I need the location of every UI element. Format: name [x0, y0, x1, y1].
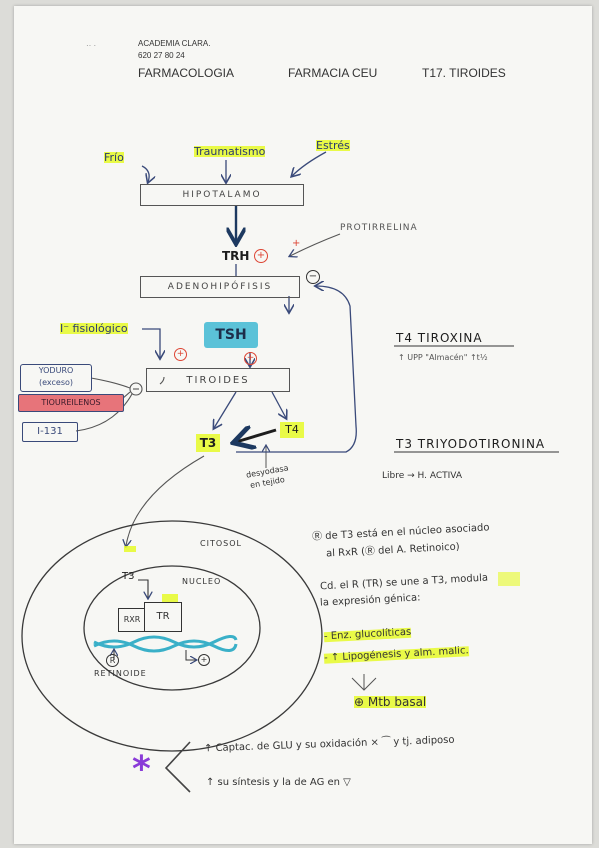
t3-cell-arrow: [126, 455, 205, 546]
thyroid-t3-arrow: [214, 391, 237, 428]
stimulus-stress: Estrés: [316, 139, 350, 152]
cold-arrow: [141, 165, 149, 182]
feedback-loop: [236, 286, 357, 453]
thyroid-box: TIROIDES: [146, 368, 290, 392]
trh-label: TRH: [222, 249, 250, 263]
t3-label: T3: [196, 434, 220, 452]
retinoid-label: RETINOIDE: [94, 669, 147, 678]
gene-effect-plus: +: [198, 654, 210, 666]
topic-title: T17. TIROIDES: [422, 66, 506, 80]
stress-arrow: [292, 151, 327, 176]
cd-t3-highlight: [498, 572, 520, 586]
iodide-excess-line: [90, 377, 131, 389]
iodide-arrow: [142, 328, 160, 358]
t3-detail: Libre → H. ACTIVA: [382, 471, 463, 481]
thyroid-t4-arrow: [271, 391, 286, 418]
nucleus-t3-label: T3: [122, 571, 135, 582]
academy-name: ACADEMIA CLARA.: [138, 39, 211, 48]
protirrelina-plus: +: [292, 238, 301, 249]
t4-detail: ↑ UPP "Almacén" ↑t½: [398, 353, 488, 362]
hypothalamus-box: HIPOTALAMO: [140, 184, 304, 206]
t4-label: T4: [280, 422, 304, 438]
subject-title: FARMACOLOGIA: [138, 66, 235, 80]
notes-arrow: [351, 674, 377, 691]
bracket-shape: [164, 741, 191, 793]
t4-title: T4 TIROXINA: [396, 331, 483, 345]
school-name: FARMACIA CEU: [288, 66, 378, 80]
thioureylenes-box: TIOUREILENOS: [18, 394, 124, 412]
gene-effect-arrow: [185, 650, 196, 660]
protirrelina-label: PROTIRRELINA: [340, 223, 418, 233]
asterisk-icon: *: [132, 749, 151, 790]
stimulus-trauma: Traumatismo: [194, 145, 266, 158]
iodide-physiological: I⁻ fisiológico: [60, 322, 128, 335]
i131-box: I-131: [22, 422, 78, 442]
stimulus-cold: Frío: [104, 151, 124, 164]
trh-plus-circle: +: [254, 249, 268, 263]
retinoid-r-symbol: R: [106, 654, 119, 667]
nucleus-membrane: [83, 565, 261, 691]
academy-phone: 620 27 80 24: [138, 51, 185, 60]
tr-box: TR: [144, 602, 182, 632]
adenohypophysis-box: ADENOHIPÓFISIS: [140, 276, 300, 298]
t3-tr-arrow: [138, 579, 148, 598]
iodide-plus-circle: +: [174, 348, 187, 361]
i131-line: [75, 393, 133, 432]
t4-t3-arrow: [236, 430, 277, 442]
cytosol-highlight: [124, 546, 136, 552]
tr-highlight: [162, 594, 178, 602]
t3-title: T3 TRIYODOTIRONINA: [396, 437, 546, 451]
tsh-plus-circle: +: [244, 352, 257, 365]
nucleus-label: NUCLEO: [182, 577, 222, 586]
dna-strand-1: [93, 639, 238, 653]
rxr-box: RXR: [118, 608, 146, 632]
cell-membrane: [21, 520, 323, 752]
notes-page: ·· · ACADEMIA CLARA. 620 27 80 24 FARMAC…: [14, 6, 592, 844]
cytosol-label: CITOSOL: [200, 539, 242, 548]
diagram-arrows: [21, 151, 559, 793]
protirrelina-arrow: [290, 233, 341, 256]
inhibit-circle: [129, 382, 143, 396]
basal-metabolism: ⊕ Mtb basal: [354, 695, 427, 709]
academy-logo: ·· ·: [86, 41, 97, 50]
iodide-excess-box: YODURO (exceso): [20, 364, 92, 392]
feedback-minus-circle: −: [306, 270, 320, 284]
synthesis-note: ↑ su síntesis y la de AG en ▽: [206, 777, 351, 788]
tsh-box: TSH: [204, 322, 258, 348]
dna-strand-2: [93, 635, 238, 649]
